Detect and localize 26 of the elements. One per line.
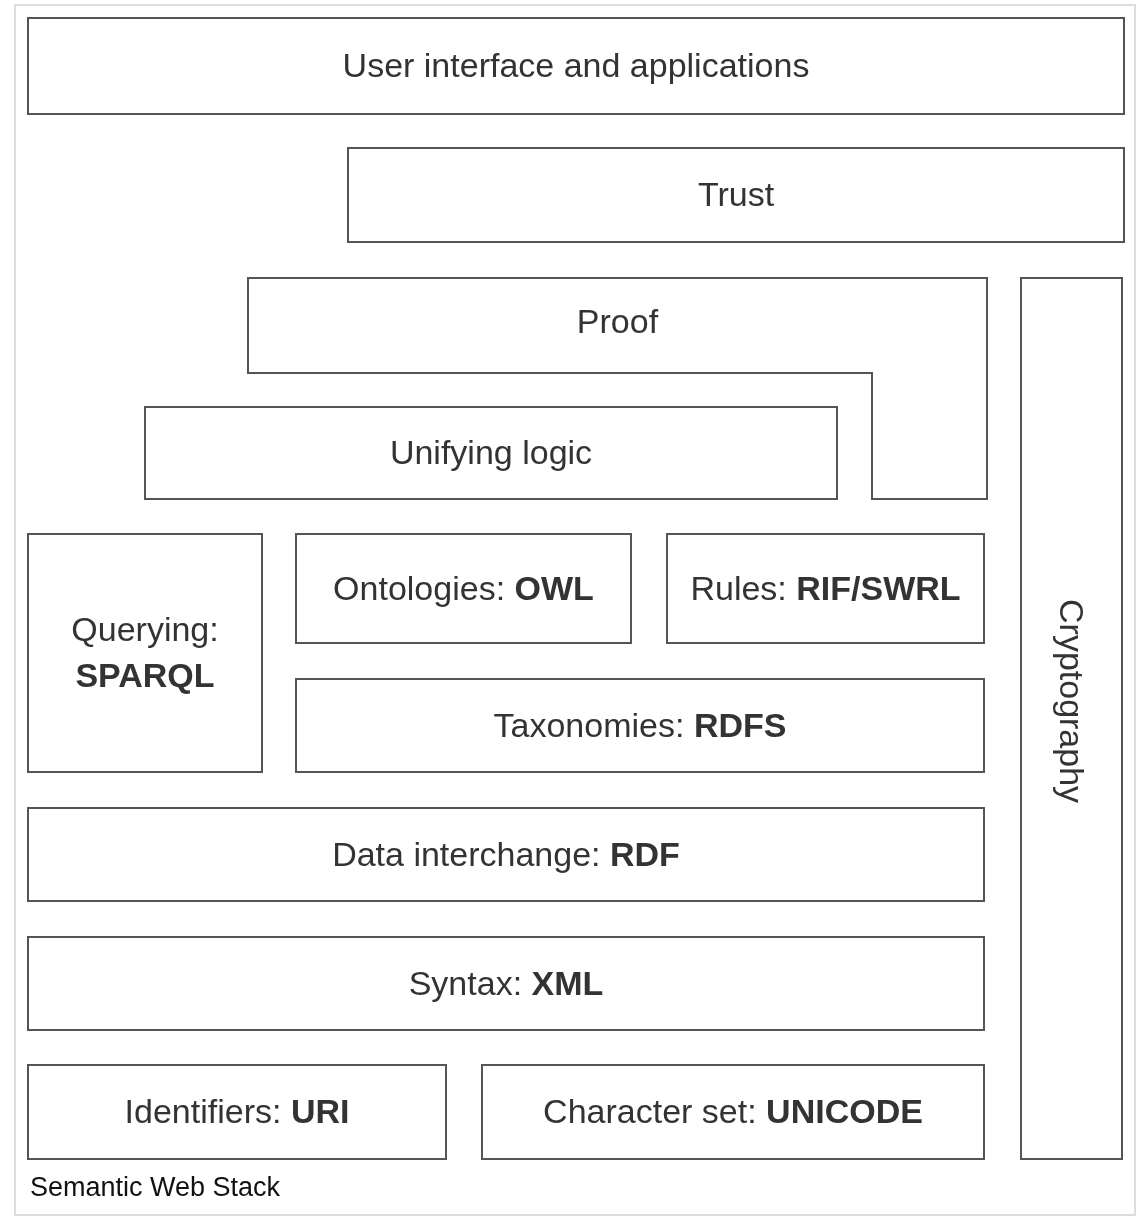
caption: Semantic Web Stack [30, 1172, 281, 1203]
layer-box [1020, 277, 1123, 1160]
layer-box [481, 1064, 985, 1160]
layer-label: Unifying logic [389, 432, 593, 474]
layer-label: Syntax: XML [408, 962, 604, 1004]
layer-label: Querying: SPARQL [70, 609, 220, 696]
layer-label: Character set: UNICODE [543, 1091, 923, 1133]
layer-label: Taxonomies: RDFS [493, 704, 787, 746]
layer-label: Trust [697, 174, 775, 216]
layer-box [27, 807, 985, 902]
layer-box [295, 533, 632, 644]
layer-label: Rules: RIF/SWRL [690, 567, 961, 609]
layer-box [666, 533, 985, 644]
layer-label: Ontologies: OWL [333, 567, 594, 609]
layer-box [27, 1064, 447, 1160]
layer-label: Cryptography [1052, 599, 1093, 804]
layer-label: User interface and applications [342, 45, 810, 87]
layer-box [27, 17, 1125, 115]
layer-box [347, 147, 1125, 243]
layer-label: Identifiers: URI [124, 1091, 350, 1133]
layer-box [27, 533, 263, 773]
layer-label: Proof [575, 301, 660, 342]
layer-box [144, 406, 838, 500]
layer-box [295, 678, 985, 773]
layer-label: Data interchange: RDF [332, 833, 680, 875]
layer-box [27, 936, 985, 1031]
